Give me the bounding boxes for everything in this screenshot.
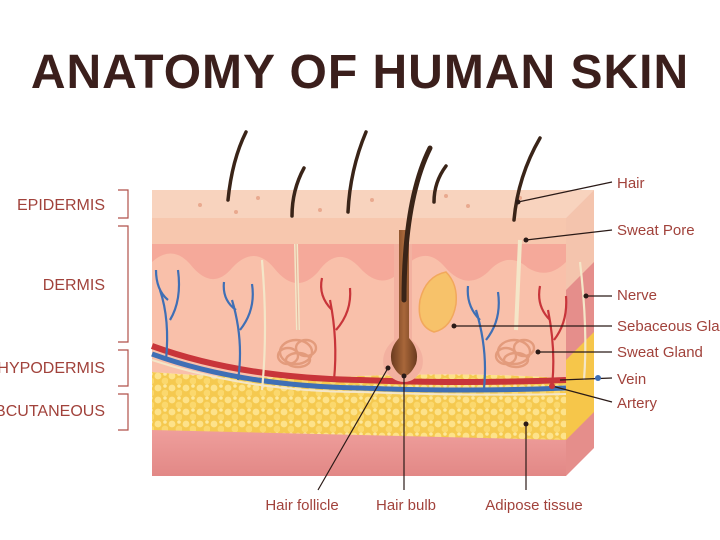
right-callouts: Hair Sweat Pore Nerve Sebaceous Gland Sw… <box>451 175 720 412</box>
label-subcutaneous: SUBCUTANEOUS <box>0 403 105 420</box>
hair-strand-main <box>401 145 433 303</box>
sweat-gland-right <box>494 239 536 369</box>
pores <box>198 194 522 214</box>
hair-bulb <box>390 230 418 376</box>
artery-branches <box>320 277 568 387</box>
label-dermis: DERMIS <box>43 277 105 294</box>
skin-block <box>150 190 594 476</box>
hair-strand <box>432 164 448 204</box>
callout-vein: Vein <box>617 371 646 388</box>
artery-band <box>150 343 567 385</box>
callout-hair-bulb: Hair bulb <box>376 497 436 514</box>
label-hypodermis: HYPODERMIS <box>0 360 105 377</box>
bracket-epidermis <box>118 189 129 219</box>
bottom-callouts: Hair follicle Hair bulb Adipose tissue <box>265 365 583 514</box>
callout-hair: Hair <box>617 175 645 192</box>
callout-sebaceous: Sebaceous Gland <box>617 318 720 335</box>
callout-sweat-gland: Sweat Gland <box>617 344 703 361</box>
callout-artery: Artery <box>617 395 658 412</box>
bracket-subcutaneous <box>118 393 129 431</box>
callout-adipose: Adipose tissue <box>485 497 583 514</box>
hair-strand <box>512 136 542 222</box>
callout-hair-follicle: Hair follicle <box>265 497 338 514</box>
callout-nerve: Nerve <box>617 287 657 304</box>
hair-strand <box>226 130 248 202</box>
callout-sweat-pore: Sweat Pore <box>617 222 695 239</box>
page-title: ANATOMY OF HUMAN SKIN <box>31 46 689 99</box>
label-epidermis: EPIDERMIS <box>17 197 105 214</box>
hair-strand <box>346 130 368 214</box>
hairs <box>226 130 542 303</box>
sweat-gland-left <box>276 243 318 369</box>
sebaceous-gland <box>418 271 458 333</box>
bracket-dermis <box>118 225 129 343</box>
layer-labels: EPIDERMIS DERMIS HYPODERMIS SUBCUTANEOUS <box>0 189 129 431</box>
vein-band <box>151 351 567 393</box>
hair-strand <box>290 166 306 218</box>
vein-branches <box>154 269 500 389</box>
bracket-hypodermis <box>118 349 129 387</box>
